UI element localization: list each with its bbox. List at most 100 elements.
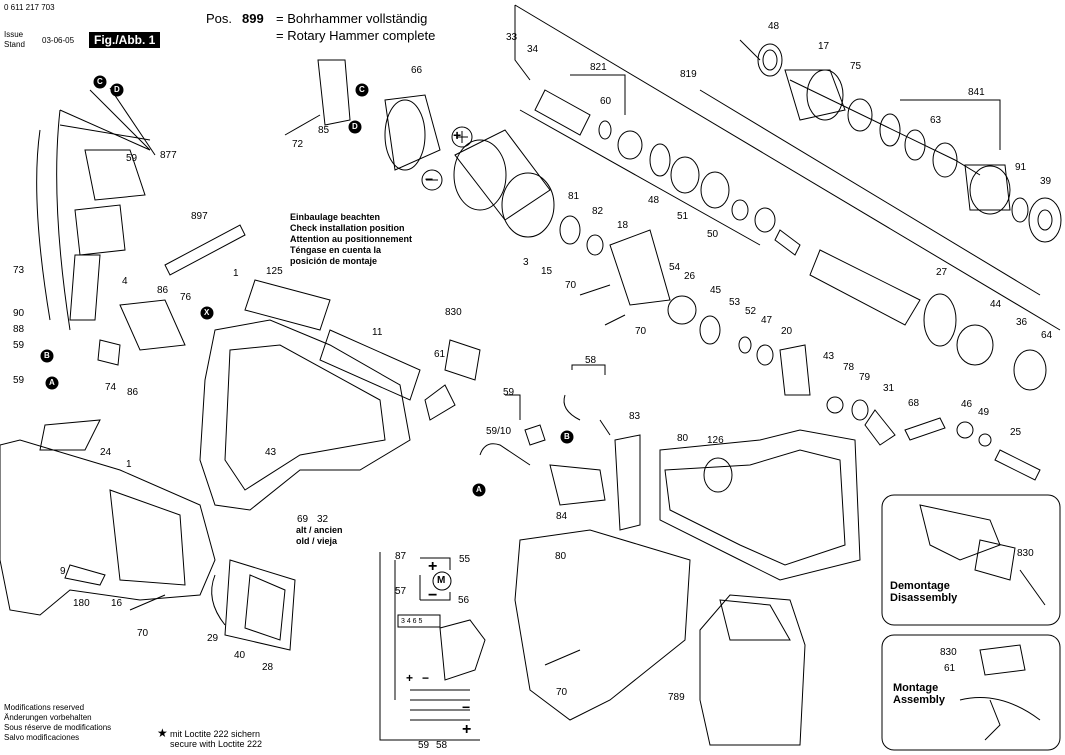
part-label-50: 50 — [707, 229, 719, 240]
note-line: Attention au positionnement — [290, 234, 412, 244]
part-label-26: 26 — [684, 271, 696, 282]
assembly-label: Montage Assembly — [893, 682, 945, 706]
part-label-830: 830 — [445, 307, 462, 318]
marker-c: C — [97, 77, 103, 86]
part-label-90: 90 — [13, 308, 25, 319]
stand-label: Stand — [4, 40, 25, 49]
switch-assembly — [36, 109, 246, 366]
part-label-52: 52 — [745, 306, 757, 317]
part-label-29: 29 — [207, 633, 219, 644]
part-label-75: 75 — [850, 61, 862, 72]
inset-line: Demontage — [890, 580, 950, 592]
part-label-70: 70 — [556, 687, 568, 698]
pos-label: Pos. — [206, 11, 233, 26]
part-label-48: 48 — [648, 195, 660, 206]
part-label-55: 55 — [459, 554, 471, 565]
marker-a: A — [49, 378, 55, 387]
part-label-87: 87 — [395, 551, 407, 562]
part-label-59: 59 — [13, 340, 25, 351]
marker-b: B — [44, 351, 50, 360]
part-label-88: 88 — [13, 324, 25, 335]
part-label-54: 54 — [669, 262, 681, 273]
issue-date: 03-06-05 — [42, 36, 75, 45]
plus-terminal: + — [428, 558, 438, 575]
part-label-68: 68 — [908, 398, 920, 409]
part-label-20: 20 — [781, 326, 793, 337]
part-label-24: 24 — [100, 447, 112, 458]
part-label-49: 49 — [978, 407, 990, 418]
note-line: Einbaulage beachten — [290, 212, 381, 222]
part-label-59: 59 — [126, 153, 138, 164]
part-label-821: 821 — [590, 62, 607, 73]
part-label-64: 64 — [1041, 330, 1053, 341]
marker-d: D — [114, 85, 120, 94]
part-label-1: 1 — [126, 459, 132, 470]
part-label-61: 61 — [944, 663, 956, 674]
alt-line: alt / ancien — [296, 525, 343, 535]
part-label-789: 789 — [668, 692, 685, 703]
issue-label: Issue — [4, 30, 24, 39]
disassembly-label: Demontage Disassembly — [890, 580, 957, 604]
part-label-47: 47 — [761, 315, 773, 326]
part-label-80: 80 — [677, 433, 689, 444]
star-icon: ★ — [157, 726, 168, 740]
part-label-73: 73 — [13, 265, 25, 276]
reference-markers — [40, 75, 574, 497]
part-label-63: 63 — [930, 115, 942, 126]
battery-minus: − — [422, 671, 430, 685]
marker-x: X — [204, 308, 210, 317]
part-label-78: 78 — [843, 362, 855, 373]
part-label-841: 841 — [968, 87, 985, 98]
part-label-51: 51 — [677, 211, 689, 222]
alt-note: alt / ancien old / vieja — [296, 525, 343, 547]
note-line: Check installation position — [290, 223, 405, 233]
part-label-43: 43 — [823, 351, 835, 362]
part-label-830: 830 — [1017, 548, 1034, 559]
marker-a: A — [476, 485, 482, 494]
note-line: Téngase en cuenta la — [290, 245, 382, 255]
wiring-diagram — [379, 552, 486, 741]
part-label-126: 126 — [707, 435, 724, 446]
pos-number: 899 — [242, 11, 264, 26]
part-label-79: 79 — [859, 372, 871, 383]
switch-contacts — [479, 364, 611, 466]
mods-line: Sous réserve de modifications — [4, 723, 112, 732]
spindle-parts — [534, 89, 1047, 391]
part-label-877: 877 — [160, 150, 177, 161]
mods-line: Änderungen vorbehalten — [4, 713, 92, 722]
handle-shells — [514, 429, 861, 721]
installation-note: Einbaulage beachten Check installation p… — [290, 212, 412, 267]
part-label-4: 4 — [122, 276, 128, 287]
part-label-60: 60 — [600, 96, 612, 107]
marker-d: D — [352, 122, 358, 131]
part-label-45: 45 — [710, 285, 722, 296]
mods-line: Salvo modificaciones — [4, 733, 80, 742]
part-label-74: 74 — [105, 382, 117, 393]
battery-plus: + — [406, 671, 414, 685]
part-label-32: 32 — [317, 514, 329, 525]
part-label-58: 58 — [436, 740, 448, 751]
terminal-numbers: 3 4 6 5 — [401, 618, 423, 625]
part-label-830: 830 — [940, 647, 957, 658]
part-label-70: 70 — [565, 280, 577, 291]
part-label-56: 56 — [458, 595, 470, 606]
part-label-125: 125 — [266, 266, 283, 277]
loctite-note: mit Loctite 222 sichern secure with Loct… — [170, 729, 262, 749]
housing-half — [199, 279, 481, 511]
part-label-34: 34 — [527, 44, 539, 55]
part-label-819: 819 — [680, 69, 697, 80]
part-label-11: 11 — [372, 327, 383, 338]
part-label-46: 46 — [961, 399, 973, 410]
battery-pack — [699, 594, 806, 746]
marker-b: B — [564, 432, 570, 441]
motor-plus: + — [453, 127, 462, 143]
part-label-53: 53 — [729, 297, 741, 308]
part-label-70: 70 — [137, 628, 149, 639]
part-label-59: 59 — [13, 375, 25, 386]
figure-label: Fig./Abb. 1 — [89, 32, 161, 48]
part-label-80: 80 — [555, 551, 567, 562]
part-label-43: 43 — [265, 447, 277, 458]
tool-housing — [0, 419, 296, 651]
